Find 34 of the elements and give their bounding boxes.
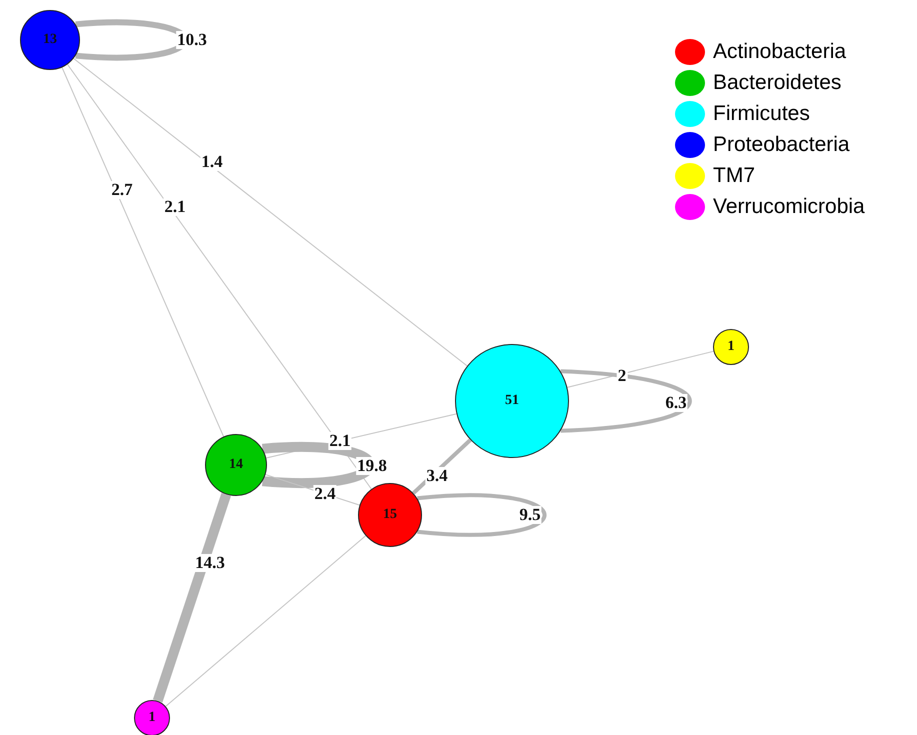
legend-text: Verrucomicrobia bbox=[713, 195, 865, 219]
legend-text: Firmicutes bbox=[713, 102, 810, 126]
edge-label: 10.3 bbox=[176, 31, 208, 49]
network-edge bbox=[73, 58, 468, 366]
edge-label: 2.1 bbox=[328, 432, 352, 450]
edge-label: 2.7 bbox=[110, 181, 134, 199]
network-node bbox=[713, 329, 749, 365]
node-count: 15 bbox=[383, 507, 397, 523]
legend-text: Proteobacteria bbox=[713, 133, 850, 157]
edge-label: 19.8 bbox=[356, 457, 388, 475]
legend-text: Bacteroidetes bbox=[713, 71, 842, 95]
network-node bbox=[358, 483, 422, 547]
network-edge bbox=[165, 535, 366, 707]
node-count: 1 bbox=[728, 339, 734, 355]
network-edge bbox=[66, 64, 372, 490]
network-edge bbox=[566, 350, 714, 388]
edge-label: 3.4 bbox=[425, 467, 449, 485]
network-edge bbox=[152, 492, 231, 702]
node-count: 13 bbox=[43, 32, 57, 48]
edge-label: 14.3 bbox=[194, 554, 226, 572]
legend-text: Actinobacteria bbox=[713, 40, 846, 64]
network-node bbox=[134, 700, 170, 735]
edge-label: 6.3 bbox=[664, 394, 688, 412]
node-count: 1 bbox=[148, 710, 156, 726]
self-loop bbox=[560, 369, 692, 433]
node-count: 51 bbox=[505, 393, 519, 409]
node-count: 14 bbox=[229, 457, 243, 473]
self-loop bbox=[417, 493, 546, 537]
network-edge bbox=[62, 66, 224, 438]
edge-label: 1.4 bbox=[200, 153, 224, 171]
network-edge bbox=[412, 438, 472, 495]
edge-label: 2.1 bbox=[163, 198, 187, 216]
legend-text: TM7 bbox=[713, 164, 755, 188]
edge-label: 9.5 bbox=[518, 506, 542, 524]
